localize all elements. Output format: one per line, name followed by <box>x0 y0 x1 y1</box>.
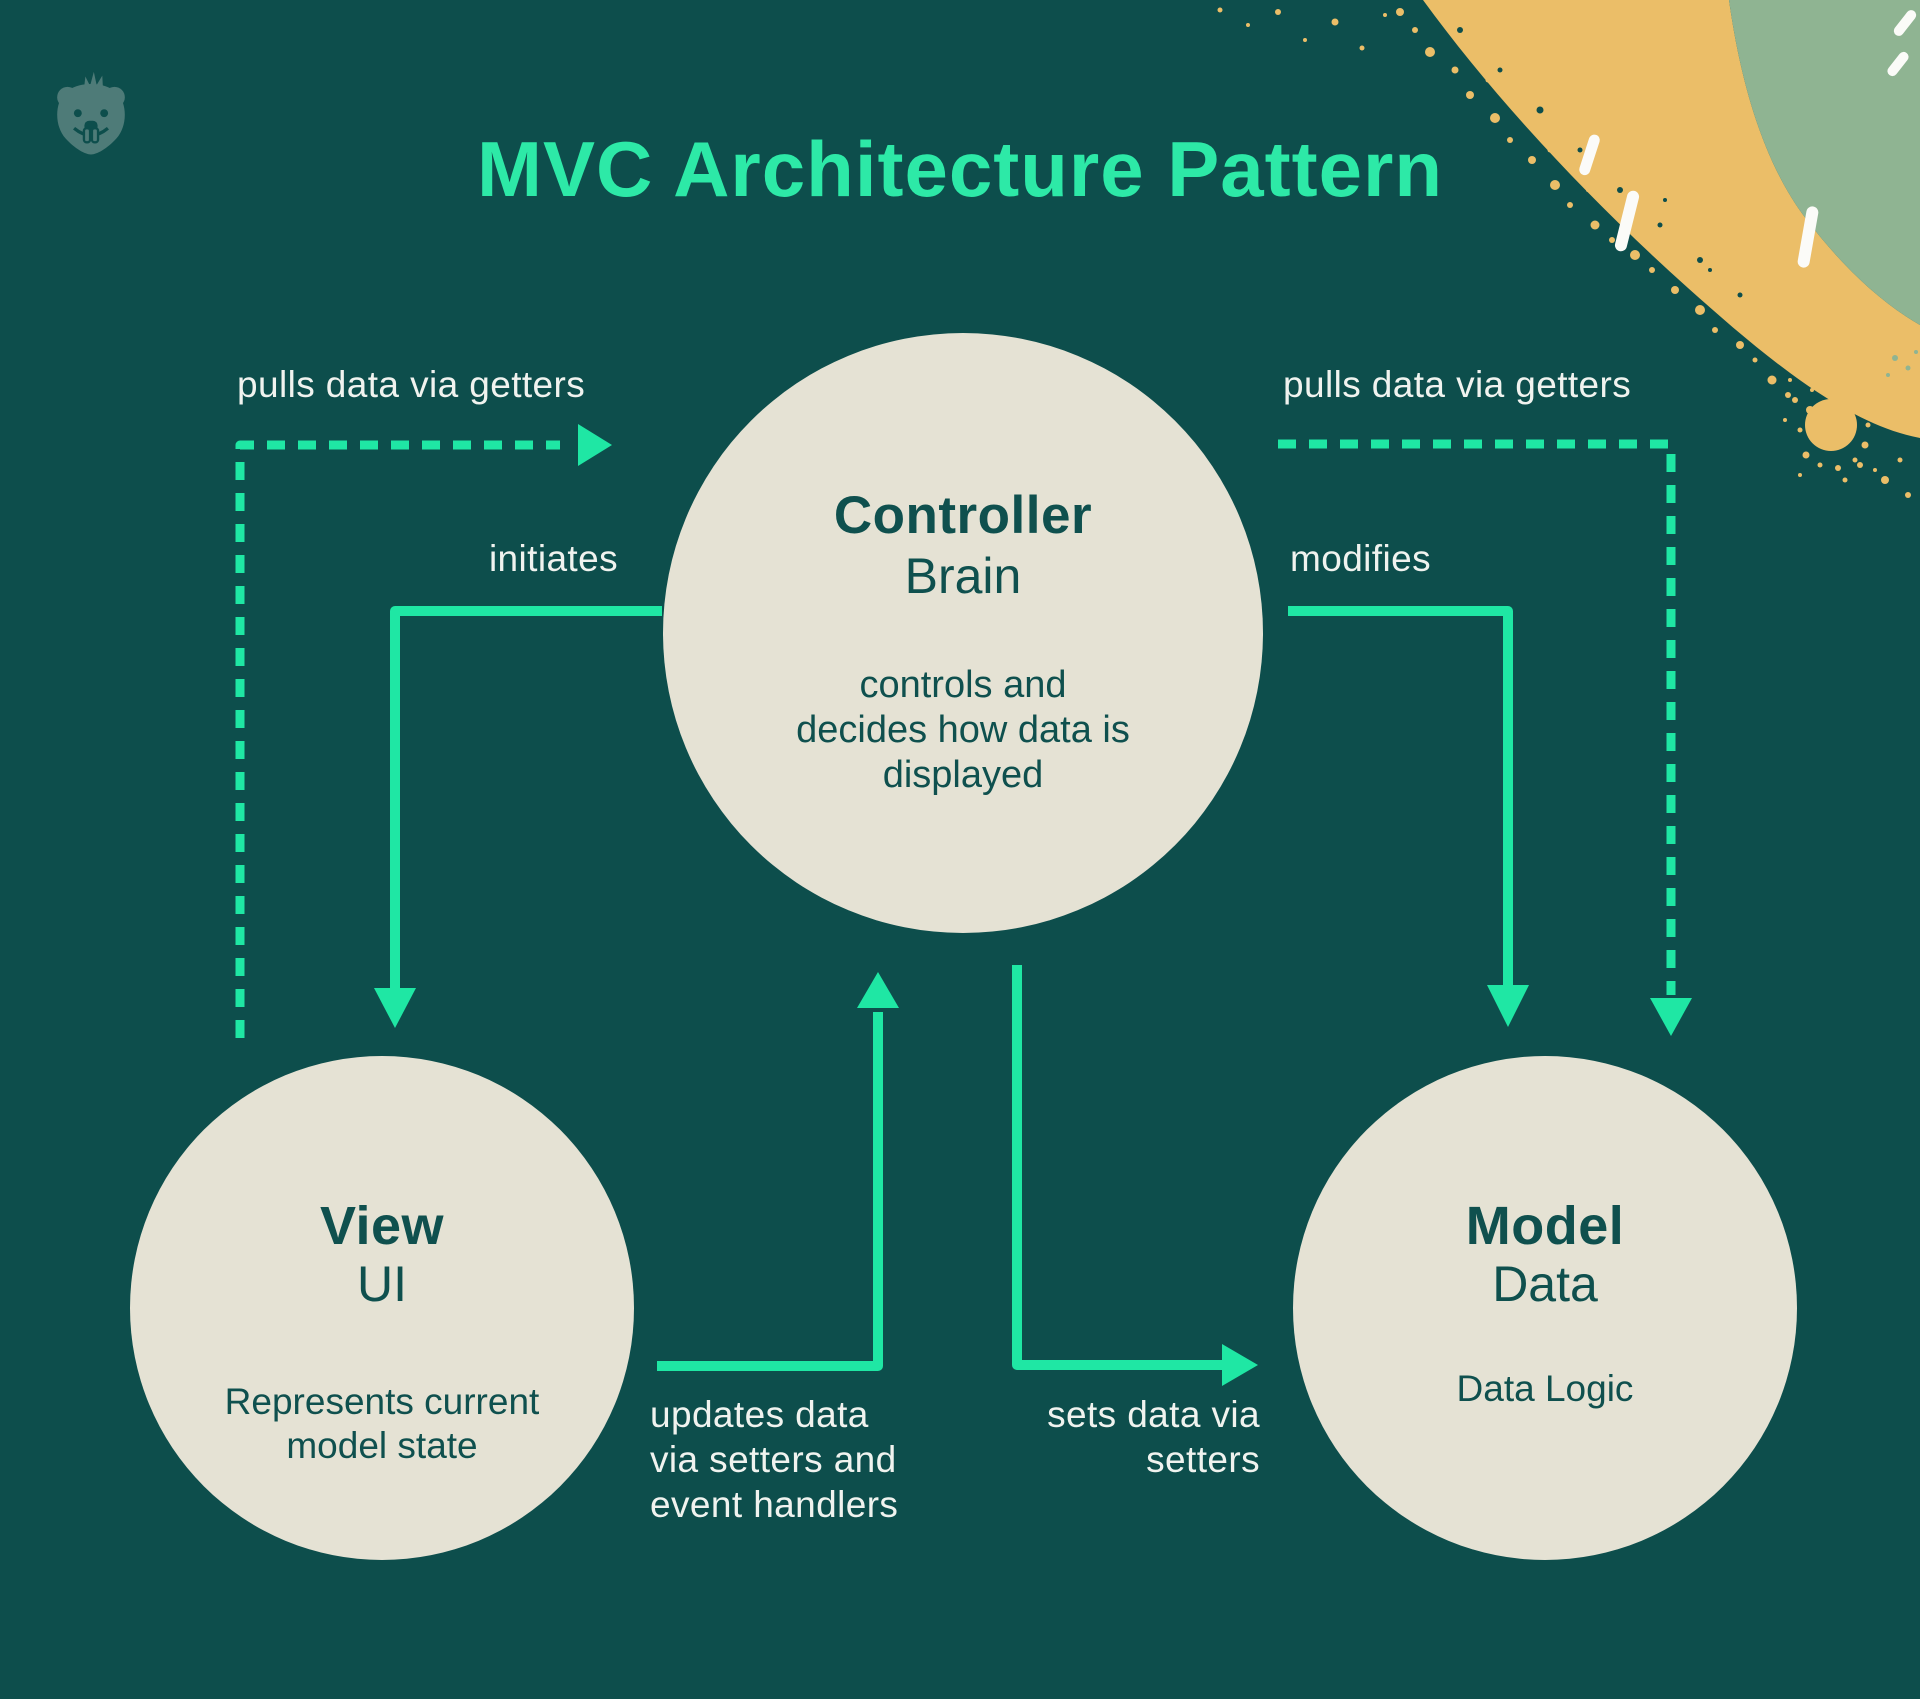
page-title: MVC Architecture Pattern <box>477 125 1443 213</box>
node-view-description: Represents current model state <box>224 1381 540 1466</box>
beaver-logo-icon <box>57 71 125 155</box>
arrow-modifies <box>1288 606 1529 1027</box>
edge-label-updates-setters: updates data via setters and event handl… <box>650 1394 899 1525</box>
node-model-description: Data Logic <box>1456 1368 1634 1409</box>
gold-dot-burst <box>1783 378 1877 483</box>
corner-splash-decoration <box>1217 0 1920 498</box>
arrow-sets-setters <box>1012 965 1258 1386</box>
node-view-name: View <box>319 1196 445 1256</box>
node-controller-role: Brain <box>904 548 1022 604</box>
beaver-eye-right <box>100 109 109 118</box>
node-controller-name: Controller <box>833 486 1093 545</box>
beaver-tooth-left <box>82 127 92 144</box>
node-controller-description: controls and decides how data is display… <box>796 664 1130 796</box>
edge-label-sets-setters: sets data via setters <box>1047 1394 1260 1480</box>
arrow-initiates <box>374 606 662 1028</box>
edge-label-view-pulls-getters: pulls data via getters <box>237 364 586 405</box>
beaver-head <box>57 84 125 155</box>
arrow-view-pulls-getters <box>235 424 612 1038</box>
beaver-tooth-right <box>90 127 100 144</box>
arrow-controller-pulls-getters <box>1278 439 1692 1036</box>
sage-speckles <box>1886 350 1918 377</box>
node-controller: Controller Brain controls and decides ho… <box>663 333 1263 933</box>
node-model: Model Data Data Logic <box>1293 1056 1797 1560</box>
beaver-eye-left <box>73 109 82 118</box>
arrow-updates-setters <box>657 972 899 1371</box>
gold-speckles <box>1217 7 1911 498</box>
node-model-role: Data <box>1492 1256 1598 1312</box>
node-view-role: UI <box>357 1256 407 1312</box>
node-view: View UI Represents current model state <box>130 1056 634 1560</box>
edge-label-initiates: initiates <box>488 538 618 579</box>
edge-label-modifies: modifies <box>1290 538 1431 579</box>
node-model-name: Model <box>1465 1196 1625 1256</box>
edge-label-controller-pulls-getters: pulls data via getters <box>1283 364 1632 405</box>
